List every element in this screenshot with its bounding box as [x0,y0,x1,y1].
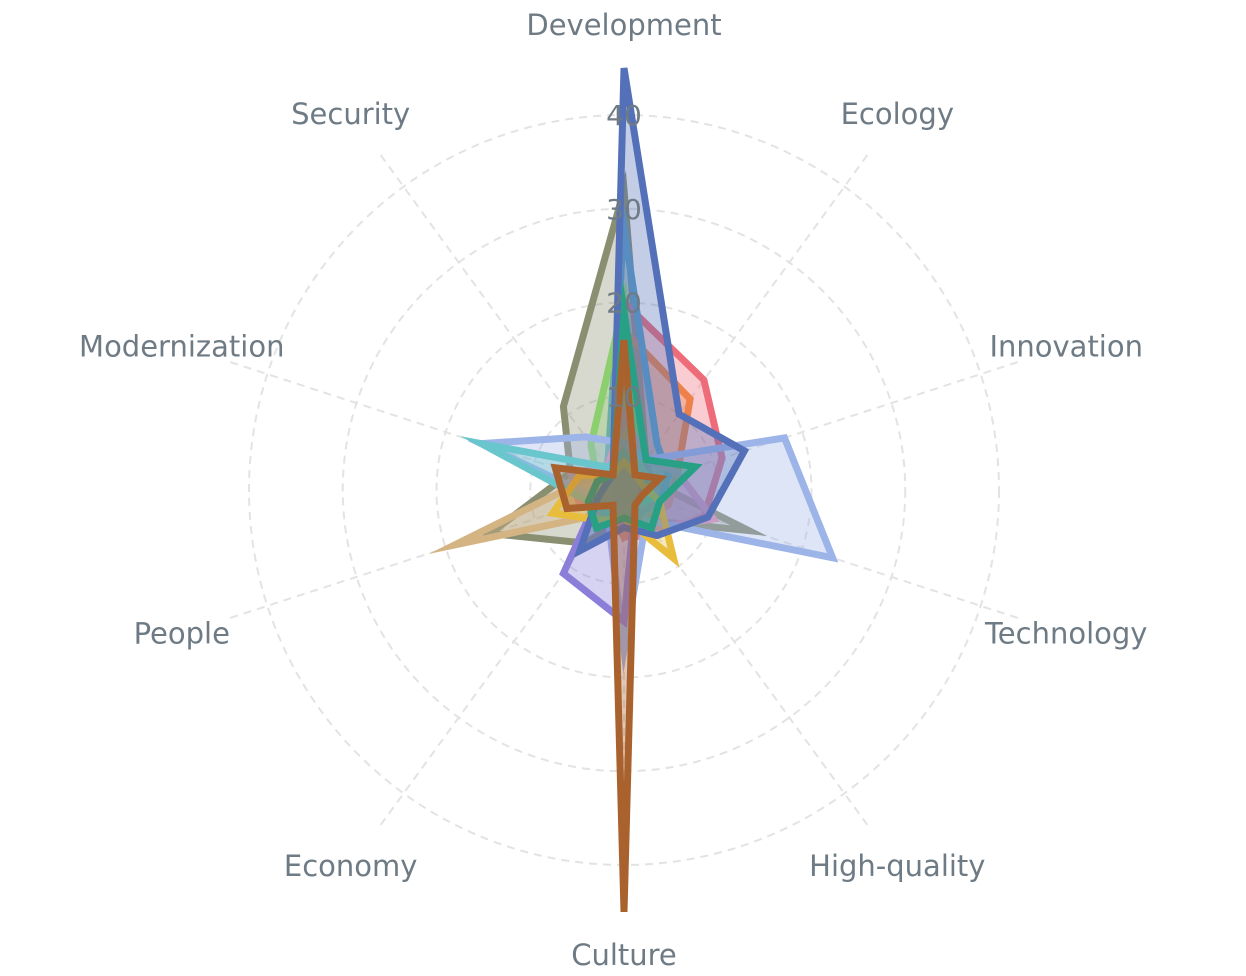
series-dark-blue [573,67,750,558]
axis-label-people: People [134,617,230,651]
grid-ring [529,395,719,585]
axis-label-technology: Technology [984,617,1147,651]
axis-label-economy: Economy [284,849,418,883]
axis-label-security: Security [291,97,410,131]
tick-label: 30 [606,193,642,226]
axis-label-culture: Culture [571,938,677,972]
axis-label-innovation: Innovation [989,329,1143,363]
axis-labels: DevelopmentEcologyInnovationTechnologyHi… [79,8,1147,972]
grid-spoke [623,489,872,831]
radar-series [428,67,839,912]
tick-label: 40 [606,99,642,132]
axis-label-modernization: Modernization [79,329,284,363]
grid-spoke [376,149,625,491]
grid-spoke [224,489,625,621]
axis-label-high-quality: High-quality [809,849,985,883]
axis-label-development: Development [526,8,721,42]
series-brown [550,339,668,912]
axis-label-ecology: Ecology [841,97,954,131]
grid-spoke [623,149,872,491]
tick-label: 10 [606,380,642,413]
radial-tick-labels: 10 20 30 40 [606,99,642,413]
tick-label: 20 [606,287,642,320]
